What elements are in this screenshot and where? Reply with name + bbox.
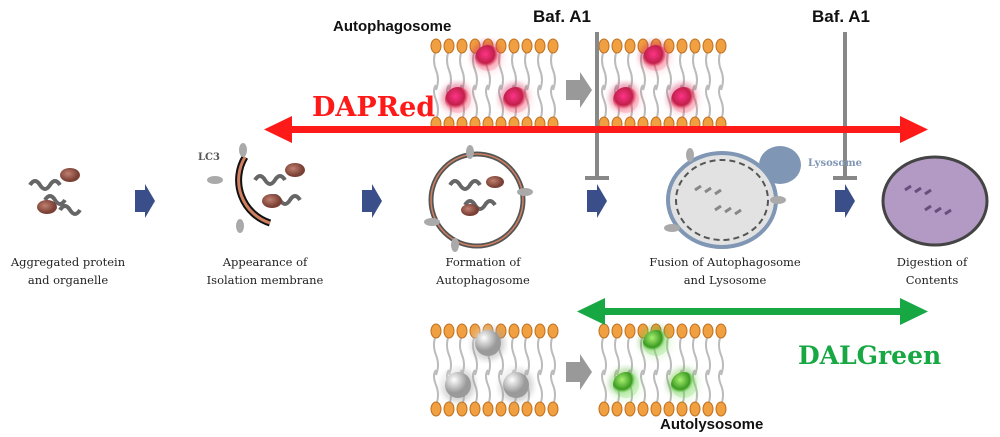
autolysosome-fusion-icon <box>664 146 801 249</box>
step-arrow-icon-1 <box>135 184 155 218</box>
probe-molecule-icon <box>445 87 471 113</box>
inhibition-line-1 <box>585 32 609 180</box>
inhibitor-label-1: Baf. A1 <box>533 7 591 26</box>
lysosome-label: Lysosome <box>808 158 862 169</box>
probe-molecule-icon <box>475 45 501 71</box>
autophagosome-title: Autophagosome <box>333 18 451 35</box>
autophagosome-icon <box>424 145 533 252</box>
probe-molecule-icon <box>475 330 501 356</box>
autolysosome-label: Autolysosome <box>660 416 763 433</box>
dapred-range-arrow <box>264 116 928 143</box>
membrane-autophagosome-red-1 <box>430 38 559 132</box>
probe-molecule-icon <box>503 372 529 398</box>
dalgreen-range-arrow <box>577 298 928 325</box>
inhibitor-label-2: Baf. A1 <box>812 7 870 26</box>
membrane-autolysosome-green <box>598 323 727 417</box>
digested-contents-icon <box>881 155 989 247</box>
inhibition-line-2 <box>833 32 857 180</box>
step-label-5-line1: Digestion of <box>897 255 968 269</box>
step-label-1-line1: Aggregated protein <box>10 255 126 269</box>
step-label-5-line2: Contents <box>906 273 959 287</box>
aggregated-protein-icon <box>28 168 82 216</box>
step-arrow-icon-3 <box>587 184 607 218</box>
probe-molecule-icon <box>643 45 669 71</box>
membrane-autophagosome-red-2 <box>598 38 727 132</box>
probe-molecule-icon <box>613 87 639 113</box>
probe-molecule-icon <box>613 372 639 398</box>
step-label-3-line2: Autophagosome <box>435 273 530 287</box>
step-label-3-line1: Formation of <box>446 255 522 269</box>
probe-molecule-icon <box>671 87 697 113</box>
step-label-4-line1: Fusion of Autophagosome <box>649 255 801 269</box>
step-label-2-line1: Appearance of <box>222 255 308 269</box>
transition-arrow-bottom <box>566 354 592 390</box>
step-arrow-icon-2 <box>362 184 382 218</box>
lc3-label: LC3 <box>198 152 220 163</box>
membrane-autophagosome-unlit <box>430 323 559 417</box>
step-arrow-icon-4 <box>835 184 855 218</box>
step-label-4-line2: and Lysosome <box>684 273 767 287</box>
step-label-1-line2: and organelle <box>28 273 108 287</box>
dapred-label: DAPRed <box>312 92 435 123</box>
transition-arrow-top <box>566 72 592 108</box>
isolation-membrane-icon <box>207 143 305 233</box>
probe-molecule-icon <box>643 330 669 356</box>
probe-molecule-icon <box>445 372 471 398</box>
dalgreen-label: DALGreen <box>798 341 941 370</box>
probe-molecule-icon <box>503 87 529 113</box>
probe-molecule-icon <box>671 372 697 398</box>
step-label-2-line2: Isolation membrane <box>207 273 324 287</box>
